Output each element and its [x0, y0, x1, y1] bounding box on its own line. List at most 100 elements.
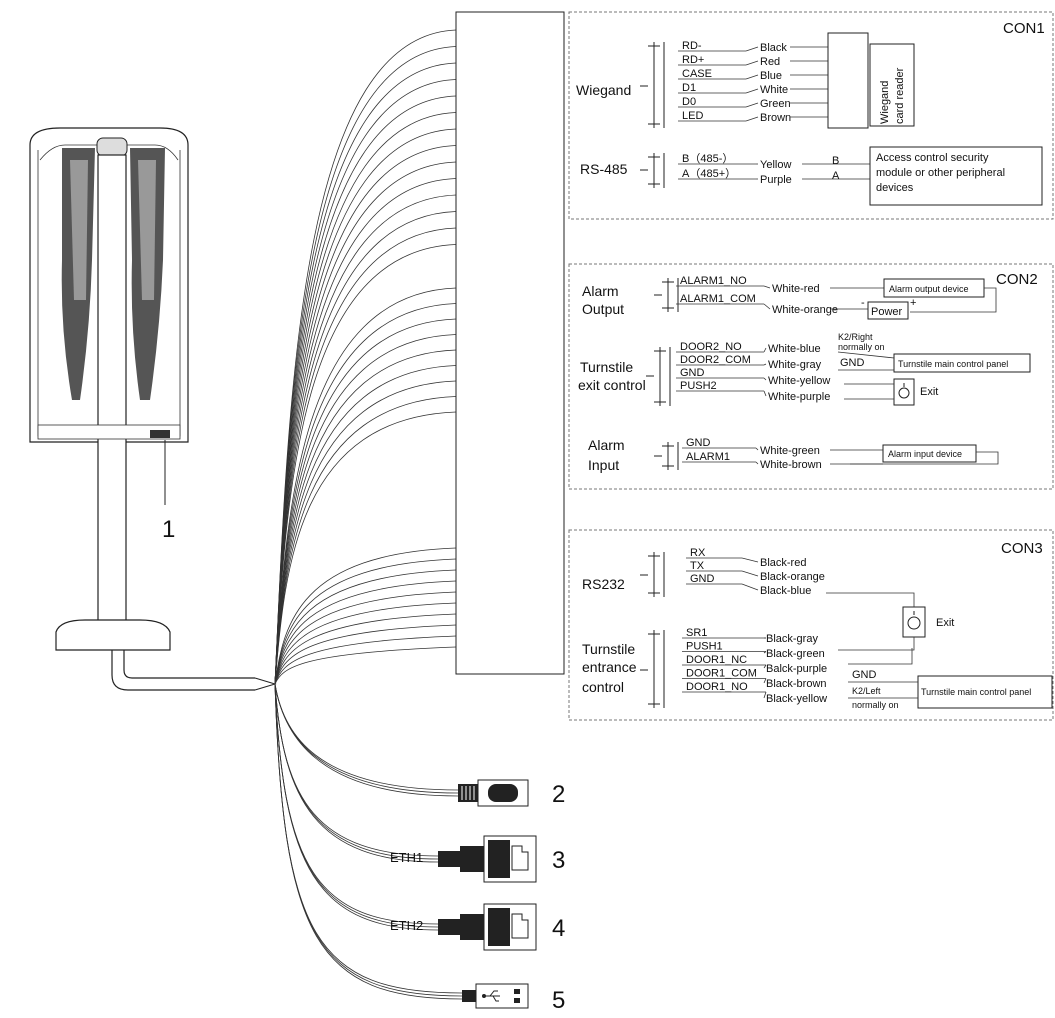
harness-wire: [274, 683, 439, 857]
wiegand-group-label: Wiegand: [576, 82, 631, 98]
exit-gnd-label: GND: [840, 357, 865, 369]
terminal-label: B: [832, 155, 839, 167]
entrance-gnd-label: GND: [852, 669, 877, 681]
harness-wire: [274, 303, 457, 685]
exit-button-icon-right: [893, 378, 915, 406]
wire-color-label: White-green: [760, 445, 820, 457]
harness-wire: [274, 613, 457, 685]
wire-line: [763, 678, 767, 684]
pin-label: TX: [690, 560, 705, 572]
turnstile-panel-right: Turnstile main control panel: [898, 359, 1008, 369]
rs485-device-box: [869, 146, 1043, 206]
pin-label: DOOR1_NO: [686, 681, 748, 693]
wire-color-label: Balck-purple: [766, 663, 827, 675]
wire-line: [745, 46, 759, 52]
wire-line: [755, 447, 759, 451]
pin-label: RD+: [682, 54, 704, 66]
harness-wire: [274, 683, 459, 797]
pin-label: PUSH1: [686, 641, 723, 653]
connector-3-label: 3: [552, 847, 565, 874]
wire-color-label: Purple: [760, 174, 792, 186]
wire-line: [745, 60, 759, 66]
wire-color-label: Blue: [760, 70, 782, 82]
wire-line: [741, 570, 759, 577]
power-minus: -: [861, 297, 865, 309]
wire-line: [763, 303, 771, 310]
turnstile-exit-label-1: Turnstile: [580, 359, 633, 375]
alarm-output-device: Alarm output device: [889, 284, 969, 294]
pin-label: D0: [682, 96, 696, 108]
harness-wire: [274, 624, 457, 685]
harness-wire: [274, 380, 457, 685]
turnstile-entrance-label-1: Turnstile: [582, 641, 635, 657]
rs485-device-line-2: module or other peripheral: [876, 167, 1005, 179]
wire-color-label: White-red: [772, 283, 820, 295]
wire-color-label: Green: [760, 98, 791, 110]
wire-color-label: Black-brown: [766, 678, 827, 690]
power-jack-icon: [458, 779, 529, 807]
wire-color-label: White: [760, 84, 788, 96]
wire-color-label: Brown: [760, 112, 791, 124]
ethernet-port-icon: [438, 903, 537, 951]
turnstile-entrance-label-2: entrance: [582, 659, 637, 675]
exit-label-right: Exit: [920, 386, 938, 398]
pin-label: RX: [690, 547, 706, 559]
wire-color-label: White-orange: [772, 304, 838, 316]
wiegand-reader-line-1: Wiegand: [879, 81, 891, 124]
harness-wire: [274, 396, 457, 685]
rs485-device-line-1: Access control security: [876, 152, 989, 164]
harness-wire: [274, 580, 457, 685]
turnstile-panel-box-right: [893, 353, 1031, 373]
wire-line: [741, 557, 759, 563]
harness-wire: [274, 683, 439, 928]
wire-color-label: White-brown: [760, 459, 822, 471]
wire-line: [763, 285, 771, 289]
device-illustration: [29, 127, 277, 691]
rs232-group-label: RS232: [582, 576, 625, 592]
harness-wire: [274, 128, 457, 685]
harness-wire: [274, 683, 439, 925]
harness-wire: [274, 244, 457, 685]
connector-block: [455, 11, 565, 675]
wire-color-label: Black-gray: [766, 633, 818, 645]
eth2-label: ETH2: [390, 918, 423, 933]
terminal-label: A: [832, 170, 840, 182]
power-label: Power: [871, 306, 903, 318]
alarm-output-label-1: Alarm: [582, 283, 619, 299]
alarm-output-label-2: Output: [582, 301, 624, 317]
harness-wire: [274, 683, 439, 860]
wire-line: [763, 347, 767, 353]
wire-color-label: Yellow: [760, 159, 791, 171]
harness-wire: [274, 547, 457, 685]
harness-wire: [274, 683, 459, 791]
pin-label: GND: [690, 573, 715, 585]
con3-title: CON3: [1001, 540, 1043, 557]
wire-color-label: Black-blue: [760, 585, 811, 597]
turnstile-panel-left: Turnstile main control panel: [921, 687, 1031, 697]
pin-label: A（485+）: [682, 167, 736, 180]
device-label: 1: [162, 516, 175, 543]
exit-button-icon-left: [902, 606, 926, 638]
harness-wire: [274, 683, 463, 1000]
k2-right-line-1: K2/Right: [838, 332, 873, 342]
pin-label: RD-: [682, 40, 702, 52]
harness-wire: [274, 683, 459, 794]
k2-left-line-1: K2/Left: [852, 686, 881, 696]
harness-wire: [274, 683, 463, 997]
wire-line: [745, 102, 759, 108]
pin-label: GND: [686, 437, 711, 449]
pin-label: ALARM1: [686, 451, 730, 463]
wire-color-label: Black-red: [760, 557, 806, 569]
connector-2-label: 2: [552, 781, 565, 808]
pin-label: ALARM1_NO: [680, 275, 747, 287]
turnstile-panel-box-left: [917, 675, 1053, 709]
wire-line: [745, 74, 759, 80]
pin-label: DOOR2_NO: [680, 341, 742, 353]
pin-label: B（485-）: [682, 152, 733, 165]
wire-color-label: White-purple: [768, 391, 830, 403]
wire-color-label: Black: [760, 42, 787, 54]
rs485-device-line-3: devices: [876, 182, 914, 194]
harness-wire: [274, 591, 457, 685]
rs485-group-label: RS-485: [580, 161, 628, 177]
harness-wire: [274, 211, 457, 685]
